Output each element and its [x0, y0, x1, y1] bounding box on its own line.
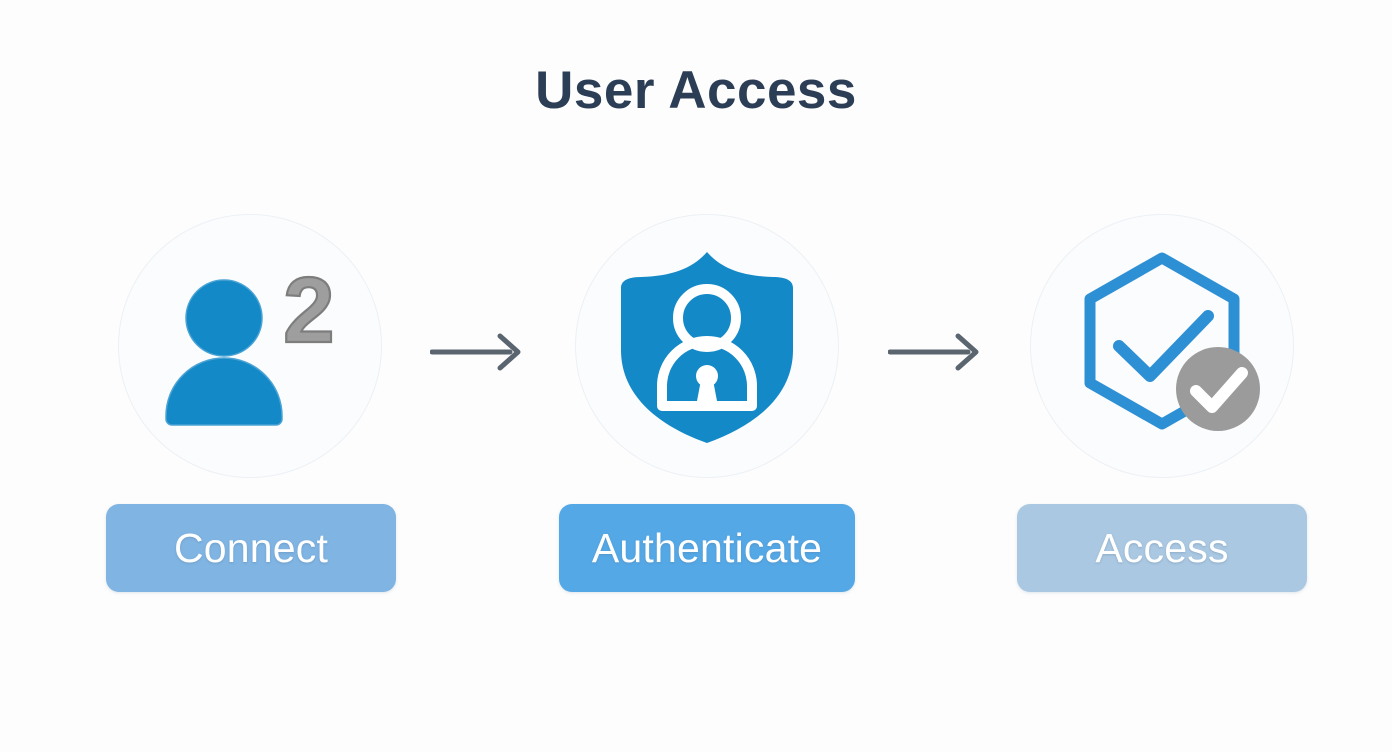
- shield-user-lock-icon: [607, 246, 807, 446]
- hexagon-check-verified-icon: [1062, 246, 1262, 446]
- flow-step-access: [1031, 215, 1293, 477]
- arrow-right-icon: [430, 330, 530, 374]
- arrow-right-icon: [888, 330, 988, 374]
- user-with-count-icon: 2: [150, 246, 350, 446]
- svg-text:2: 2: [283, 258, 335, 362]
- flow-step-authenticate: [576, 215, 838, 477]
- connect-button[interactable]: Connect: [106, 504, 396, 592]
- authenticate-button[interactable]: Authenticate: [559, 504, 855, 592]
- page-title: User Access: [535, 61, 857, 120]
- access-button[interactable]: Access: [1017, 504, 1307, 592]
- flow-step-connect: 2: [119, 215, 381, 477]
